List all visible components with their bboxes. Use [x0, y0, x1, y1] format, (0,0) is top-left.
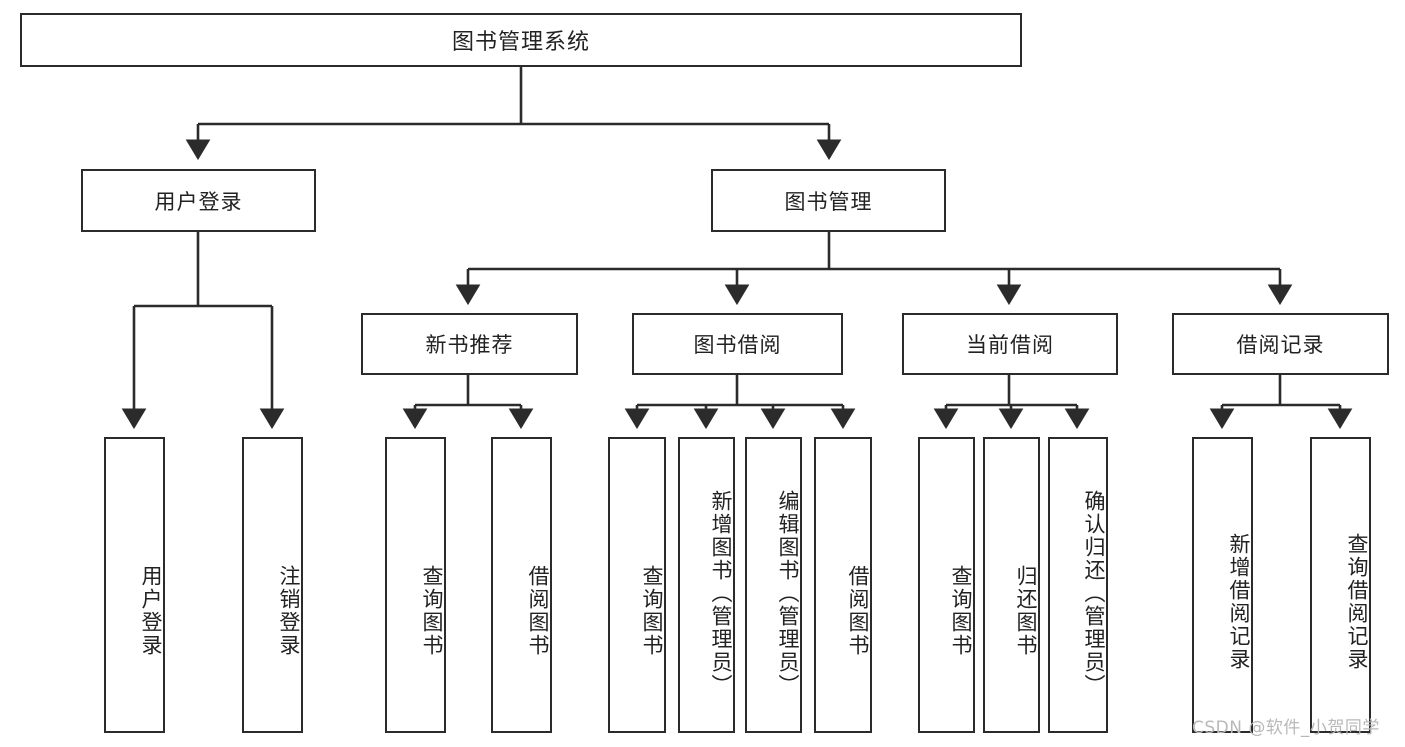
node-label: 图书借阅: [693, 333, 782, 357]
leaf-query-book-borrow[interactable]: 查询图书: [608, 437, 666, 733]
node-label: 查询图书: [420, 565, 444, 657]
leaf-confirm-return-admin[interactable]: 确认归还（管理员）: [1048, 437, 1108, 733]
leaf-borrow-book-recommend[interactable]: 借阅图书: [491, 437, 552, 733]
leaf-query-book-recommend[interactable]: 查询图书: [385, 437, 446, 733]
node-current-borrow[interactable]: 当前借阅: [902, 313, 1118, 375]
csdn-watermark: CSDN @软件_小贺同学: [1192, 718, 1380, 738]
node-label: 查询图书: [640, 565, 664, 657]
node-label: 确认归还（管理员）: [1082, 489, 1106, 697]
leaf-logout-login[interactable]: 注销登录: [242, 437, 303, 733]
leaf-query-book-current[interactable]: 查询图书: [918, 437, 975, 733]
node-book-management[interactable]: 图书管理: [711, 169, 946, 232]
node-label: 新增借阅记录: [1227, 533, 1251, 671]
node-label: 当前借阅: [966, 333, 1054, 357]
node-label: 用户登录: [154, 189, 243, 214]
node-label: 编辑图书（管理员）: [776, 489, 800, 697]
node-label: 查询图书: [949, 565, 973, 657]
leaf-edit-book-admin[interactable]: 编辑图书（管理员）: [745, 437, 802, 733]
node-label: 借阅记录: [1236, 333, 1325, 357]
leaf-add-borrow-record[interactable]: 新增借阅记录: [1192, 437, 1253, 733]
node-label: 借阅图书: [526, 565, 550, 657]
node-label: 图书管理: [784, 189, 873, 214]
node-root-system[interactable]: 图书管理系统: [20, 13, 1022, 67]
node-book-borrow[interactable]: 图书借阅: [632, 313, 843, 375]
node-label: 借阅图书: [846, 565, 870, 657]
node-label: 用户登录: [139, 565, 163, 657]
node-label: 归还图书: [1014, 565, 1038, 657]
node-label: 图书管理系统: [451, 30, 590, 55]
leaf-user-login[interactable]: 用户登录: [104, 437, 165, 733]
leaf-add-book-admin[interactable]: 新增图书（管理员）: [678, 437, 735, 733]
node-label: 新增图书（管理员）: [709, 489, 733, 697]
node-user-login[interactable]: 用户登录: [81, 169, 316, 232]
node-label: 注销登录: [277, 565, 301, 657]
node-new-book-recommend[interactable]: 新书推荐: [361, 313, 578, 375]
node-borrow-record[interactable]: 借阅记录: [1172, 313, 1389, 375]
leaf-return-book[interactable]: 归还图书: [983, 437, 1040, 733]
node-label: 查询借阅记录: [1345, 533, 1369, 671]
node-label: 新书推荐: [425, 333, 514, 357]
leaf-query-borrow-record[interactable]: 查询借阅记录: [1310, 437, 1371, 733]
leaf-borrow-book[interactable]: 借阅图书: [814, 437, 872, 733]
